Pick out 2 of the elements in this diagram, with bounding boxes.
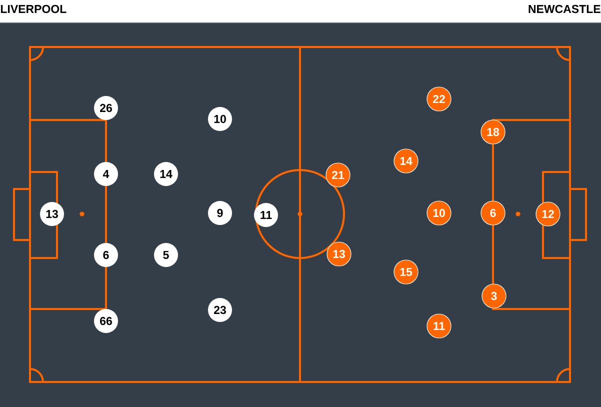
team-name: LIVERPOOL: [0, 4, 66, 14]
team-name: NEWCASTLE: [528, 4, 600, 14]
